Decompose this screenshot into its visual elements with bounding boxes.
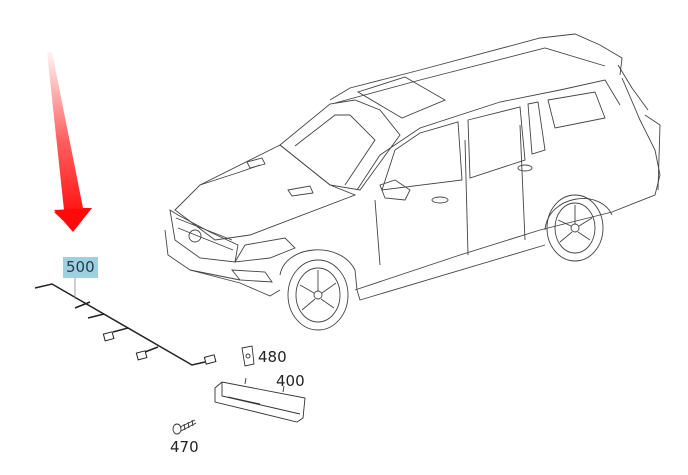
callout-500: 500 xyxy=(63,257,98,278)
clip-480-drawing xyxy=(241,345,255,367)
callout-480: 480 xyxy=(258,348,287,366)
red-arrow-icon xyxy=(47,52,92,232)
callout-400: 400 xyxy=(276,372,305,390)
wiring-harness-drawing xyxy=(34,283,217,366)
screw-470-drawing xyxy=(172,419,197,435)
light-assembly-400-drawing xyxy=(214,377,306,423)
suv-vehicle-drawing xyxy=(164,33,661,331)
callout-470: 470 xyxy=(170,438,199,456)
